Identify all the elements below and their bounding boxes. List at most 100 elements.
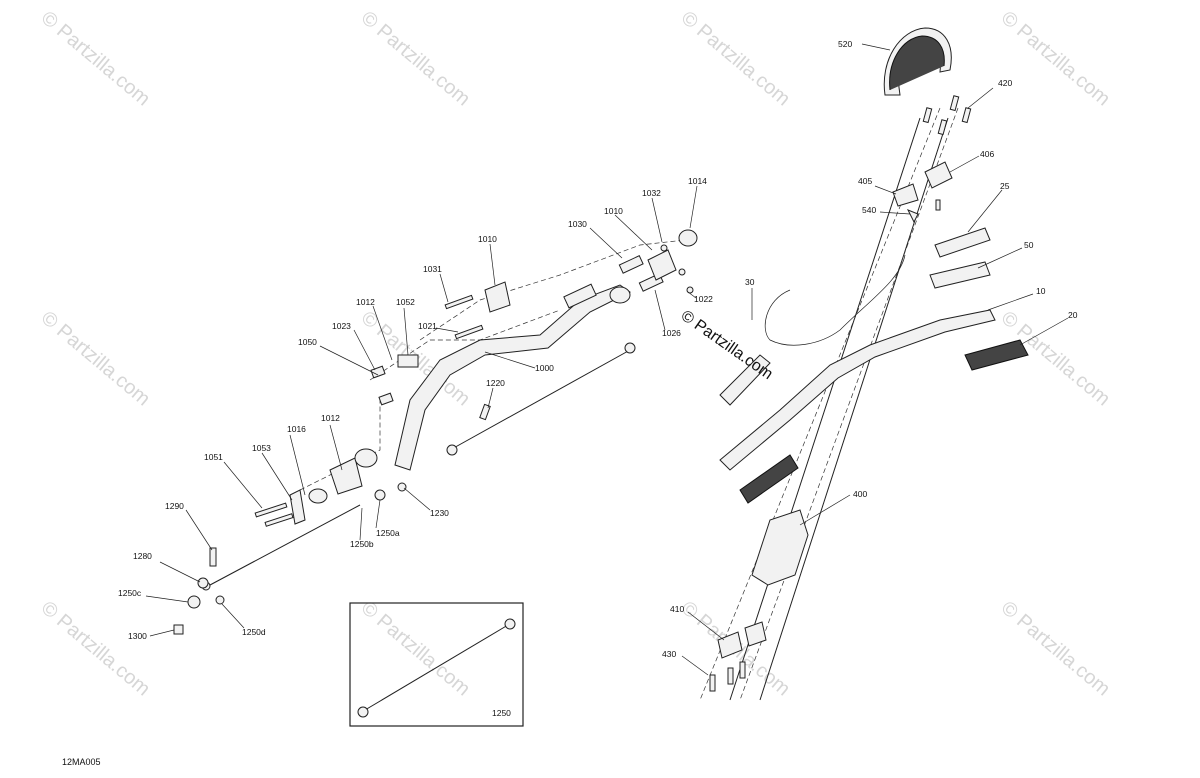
- callout-1016: 1016: [287, 424, 306, 434]
- callout-1030: 1030: [568, 219, 587, 229]
- bolt: [479, 403, 491, 421]
- watermark-stamp: © Partzilla.com: [678, 307, 776, 383]
- hand-grip: [739, 454, 799, 504]
- bushing-ring: [678, 229, 698, 247]
- callout-1053: 1053: [252, 443, 271, 453]
- nut: [686, 286, 694, 294]
- nut: [173, 624, 184, 635]
- watermark: © Partzilla.com: [37, 7, 154, 110]
- throttle-cable: [764, 254, 906, 346]
- callout-10: 10: [1036, 286, 1046, 296]
- axis-dashed-line: [699, 107, 941, 701]
- callout-1300: 1300: [128, 631, 147, 641]
- lower-clamp: [717, 631, 743, 659]
- callout-1023: 1023: [332, 321, 351, 331]
- callout-1290: 1290: [165, 501, 184, 511]
- callout-1250: 1250: [492, 708, 511, 718]
- callout-420: 420: [998, 78, 1012, 88]
- inset-tie-rod: [364, 624, 509, 711]
- callout-25: 25: [1000, 181, 1010, 191]
- callout-1032: 1032: [642, 188, 661, 198]
- bolt: [444, 294, 474, 310]
- bracket-clamp: [647, 249, 677, 281]
- clamp-block: [484, 281, 511, 313]
- steering-link: [394, 284, 631, 471]
- spacer: [397, 354, 419, 368]
- inset-rod-end: [504, 618, 516, 630]
- callout-405: 405: [858, 176, 872, 186]
- bearing: [308, 488, 328, 504]
- tie-rod-upper: [449, 349, 631, 451]
- bolt: [949, 95, 960, 112]
- inset-tie-rod-box: [349, 602, 524, 727]
- rod-end: [446, 444, 458, 456]
- watermark: © Partzilla.com: [37, 307, 154, 410]
- callout-410: 410: [670, 604, 684, 614]
- grip-sleeve: [929, 261, 991, 289]
- callout-1250d: 1250d: [242, 627, 266, 637]
- callout-430: 430: [662, 649, 676, 659]
- watermark: © Partzilla.com: [357, 7, 474, 110]
- callout-406: 406: [980, 149, 994, 159]
- callout-20: 20: [1068, 310, 1078, 320]
- leader-lines: [145, 43, 1069, 676]
- plate: [289, 489, 306, 525]
- clip: [906, 209, 919, 224]
- assembly-dash: [299, 400, 381, 491]
- callout-1280: 1280: [133, 551, 152, 561]
- bolt: [937, 119, 948, 136]
- grip-sleeve: [934, 227, 991, 258]
- watermark: © Partzilla.com: [997, 597, 1114, 700]
- bolt: [254, 502, 288, 518]
- callout-1021: 1021: [418, 321, 437, 331]
- callout-50: 50: [1024, 240, 1034, 250]
- screw: [935, 199, 941, 211]
- bolt: [739, 661, 746, 679]
- callout-1052: 1052: [396, 297, 415, 307]
- nut: [660, 244, 668, 252]
- steering-column-line: [729, 117, 921, 701]
- watermark: © Partzilla.com: [37, 597, 154, 700]
- inset-rod-end: [357, 706, 369, 718]
- callout-1050: 1050: [298, 337, 317, 347]
- callout-1022: 1022: [694, 294, 713, 304]
- callout-1000: 1000: [535, 363, 554, 373]
- assembly-dash: [419, 239, 686, 341]
- callout-1014: 1014: [688, 176, 707, 186]
- bolt: [454, 324, 484, 340]
- bearing: [354, 448, 378, 468]
- tie-rod-lower: [209, 504, 361, 586]
- bushing: [618, 255, 644, 274]
- bushing: [609, 286, 631, 304]
- callout-1010: 1010: [478, 234, 497, 244]
- callout-400: 400: [853, 489, 867, 499]
- callout-1230: 1230: [430, 508, 449, 518]
- washer: [197, 577, 209, 589]
- bolt: [961, 107, 972, 124]
- bushing: [370, 365, 386, 379]
- callout-540: 540: [862, 205, 876, 215]
- washer: [397, 482, 407, 492]
- callout-1051: 1051: [204, 452, 223, 462]
- callout-1012: 1012: [321, 413, 340, 423]
- steering-link-assembly: [173, 229, 698, 635]
- callout-1220: 1220: [486, 378, 505, 388]
- diagram-reference: 12MA005: [62, 757, 101, 767]
- handlebar-assembly: [699, 27, 1029, 701]
- watermark-layer: © Partzilla.com © Partzilla.com © Partzi…: [37, 7, 1114, 700]
- axis-dashed-line: [739, 107, 959, 701]
- watermark: © Partzilla.com: [357, 597, 474, 700]
- callout-1031: 1031: [423, 264, 442, 274]
- handlebar-pad-detail: [889, 35, 945, 91]
- rod-end: [187, 595, 201, 609]
- callout-labels: 520 420 406 405 540 25 50 10 20 30 400 4…: [118, 39, 1078, 718]
- callout-1010: 1010: [604, 206, 623, 216]
- callout-1250b: 1250b: [350, 539, 374, 549]
- watermark: © Partzilla.com: [997, 7, 1114, 110]
- inset-frame: [349, 602, 524, 727]
- rod-end: [624, 342, 636, 354]
- callout-30: 30: [745, 277, 755, 287]
- callout-1250a: 1250a: [376, 528, 400, 538]
- upper-clamp: [924, 161, 953, 189]
